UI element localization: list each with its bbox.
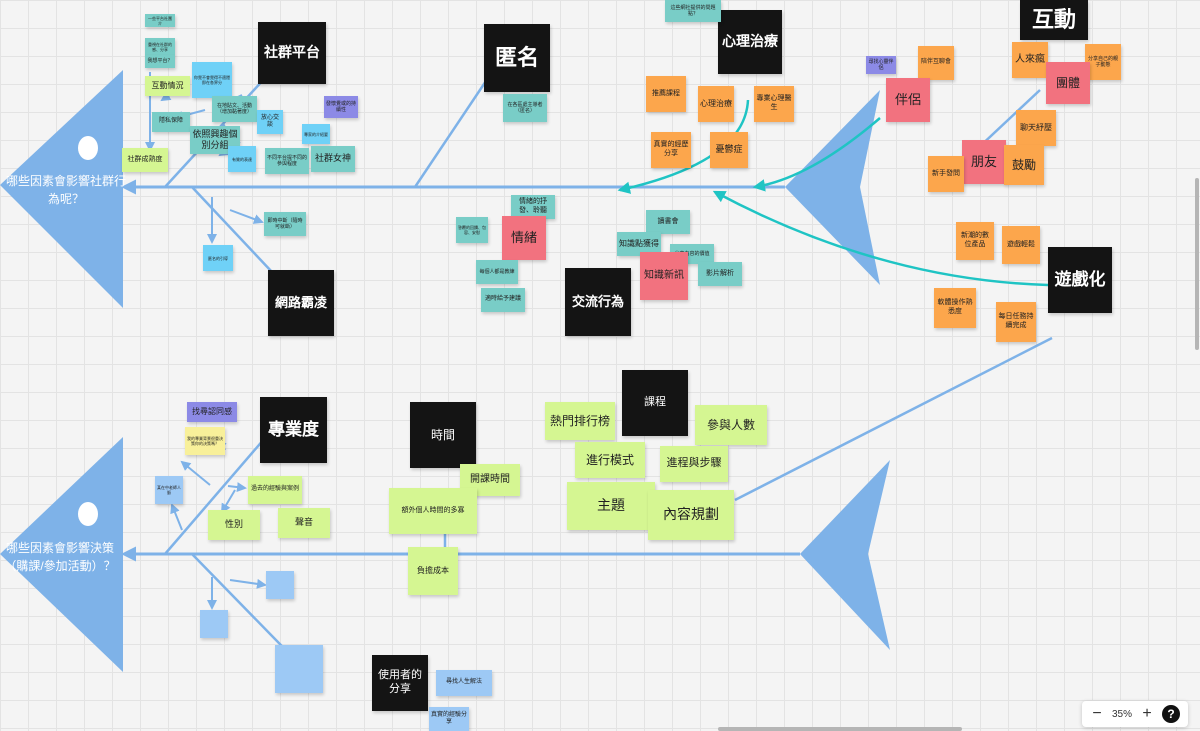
- sticky-note-o11[interactable]: 鼓勵: [1004, 145, 1044, 185]
- sticky-note-g11[interactable]: 進行模式: [575, 442, 645, 478]
- sticky-note-b2[interactable]: 放心交談: [257, 110, 283, 134]
- sticky-note-n10[interactable]: 課程: [622, 370, 688, 436]
- sticky-note-k4[interactable]: 情緒: [502, 216, 546, 260]
- help-icon[interactable]: ?: [1162, 705, 1180, 723]
- sticky-note-o12[interactable]: 新潮的數位產品: [956, 222, 994, 260]
- sticky-note-t12[interactable]: 情緒的抒發、聆聽: [511, 195, 555, 219]
- sticky-note-t15[interactable]: 適時給予建議: [481, 288, 525, 312]
- sticky-note-t10[interactable]: 即時中斷（隨時可就斷）: [264, 212, 306, 236]
- sticky-note-t16[interactable]: 讀書會: [646, 210, 690, 234]
- sticky-note-g8[interactable]: 負擔成本: [408, 547, 458, 595]
- sticky-note-o13[interactable]: 遊戲輕鬆: [1002, 226, 1040, 264]
- horizontal-scrollbar[interactable]: [718, 727, 962, 731]
- sticky-note-p3[interactable]: 找尋認同感: [187, 402, 237, 422]
- sticky-note-g9[interactable]: 熱門排行榜: [545, 402, 615, 440]
- sticky-note-b4[interactable]: 有質的表達: [228, 146, 256, 172]
- sticky-note-o15[interactable]: 每日任務持續完成: [996, 302, 1036, 342]
- sticky-note-n8[interactable]: 專業度: [260, 397, 327, 463]
- head-text-1: 哪些因素會影響社群行為呢？: [6, 174, 127, 206]
- sticky-note-t11[interactable]: 這些網社提供的問題點？: [665, 0, 721, 22]
- sticky-note-o3[interactable]: 專業心理醫生: [754, 86, 794, 122]
- sticky-note-t14[interactable]: 每個人都是教練: [476, 260, 518, 284]
- sticky-note-o4[interactable]: 真實的經歷分享: [651, 132, 691, 168]
- sticky-note-l4[interactable]: [275, 645, 323, 693]
- sticky-note-t4[interactable]: 在地貼文、活動（增加黏著度）: [212, 96, 257, 122]
- sticky-note-t5[interactable]: 隱私保障: [152, 112, 190, 132]
- sticky-note-t13[interactable]: 答覆的回饋、包容、安慰: [456, 217, 488, 243]
- sticky-note-n6[interactable]: 交流行為: [565, 268, 631, 336]
- sticky-note-y1[interactable]: 我的專業背景很重決策你的決策嗎？: [185, 427, 225, 455]
- sticky-note-o10[interactable]: 新手發問: [928, 156, 964, 192]
- sticky-note-n5[interactable]: 網路霸凌: [268, 270, 334, 336]
- sticky-note-l6[interactable]: 真實的經驗分享: [429, 707, 469, 731]
- sticky-note-k5[interactable]: 知識新訊: [640, 252, 688, 300]
- head-text-2: 哪些因素會影響決策（購課/參加活動）？: [4, 541, 116, 573]
- sticky-note-n3[interactable]: 心理治療: [718, 10, 782, 74]
- head-eye-2: [78, 502, 98, 526]
- sticky-note-o9[interactable]: 聊天紓壓: [1016, 110, 1056, 146]
- sticky-note-k2[interactable]: 團體: [1046, 62, 1090, 104]
- sticky-note-o7[interactable]: 人來瘋: [1012, 42, 1048, 78]
- sticky-note-g14[interactable]: 內容規劃: [648, 490, 734, 540]
- sticky-note-o14[interactable]: 軟體操作熟悉度: [934, 288, 976, 328]
- sticky-note-t3[interactable]: 我想平台？: [145, 55, 175, 68]
- sticky-note-o2[interactable]: 心理治療: [698, 86, 734, 122]
- sticky-note-o5[interactable]: 憂鬱症: [710, 132, 748, 168]
- sticky-note-g4[interactable]: 性別: [208, 510, 260, 540]
- sticky-note-l1[interactable]: 某在中老師人脈: [155, 476, 183, 504]
- sticky-note-g12[interactable]: 進程與步驟: [660, 446, 728, 482]
- sticky-note-l5[interactable]: 尋找人生解法: [436, 670, 492, 696]
- sticky-note-n7[interactable]: 遊戲化: [1048, 247, 1112, 313]
- fish-head-1: [0, 70, 123, 308]
- sticky-note-o8[interactable]: 分享自己的親子動態: [1085, 44, 1121, 80]
- sticky-note-n11[interactable]: 使用者的分享: [372, 655, 428, 711]
- sticky-note-g13[interactable]: 主題: [567, 482, 655, 530]
- sticky-note-t9[interactable]: 在各區處主導者（匿名）: [503, 94, 547, 122]
- sticky-note-o6[interactable]: 陪伴互聊會: [918, 46, 954, 80]
- sticky-note-k3[interactable]: 朋友: [962, 140, 1006, 184]
- sticky-note-o1[interactable]: 推薦課程: [646, 76, 686, 112]
- sticky-note-p2[interactable]: 尋找心靈伴侶: [866, 56, 896, 74]
- zoom-level[interactable]: 35%: [1111, 708, 1132, 720]
- vertical-scrollbar[interactable]: [1195, 178, 1199, 350]
- sticky-note-t8[interactable]: 社群女神: [311, 146, 355, 172]
- sticky-note-t19[interactable]: 影片解析: [698, 262, 742, 286]
- sticky-note-g2[interactable]: 社群成熟度: [122, 148, 168, 172]
- fish-head-2: [0, 437, 123, 672]
- sticky-note-l3[interactable]: [200, 610, 228, 638]
- sticky-note-n2[interactable]: 匿名: [484, 24, 550, 92]
- sticky-note-n1[interactable]: 社群平台: [258, 22, 326, 84]
- sticky-note-b1[interactable]: 你覺不會覺得不適隱即在各界分: [192, 62, 232, 98]
- sticky-note-p1[interactable]: 發懷覺或的持續性: [324, 96, 358, 118]
- sticky-note-g10[interactable]: 參與人數: [695, 405, 767, 445]
- zoom-out-button[interactable]: −: [1092, 705, 1102, 722]
- sticky-note-t2[interactable]: 重視在社群的感、分享: [145, 38, 175, 56]
- bones-bottom: [164, 437, 447, 681]
- zoom-in-button[interactable]: +: [1142, 705, 1152, 722]
- sticky-note-g1[interactable]: 互動情況: [145, 76, 190, 96]
- sticky-note-t1[interactable]: 一些平台社團介: [145, 14, 175, 27]
- sticky-note-g3[interactable]: 過去的經驗與案例: [248, 476, 302, 504]
- sticky-note-b5[interactable]: 匿名的引導: [203, 245, 233, 271]
- fish-tail-2: [800, 460, 890, 650]
- sticky-note-g7[interactable]: 額外個人時間的多寡: [389, 488, 477, 534]
- sticky-note-n4[interactable]: 互動: [1020, 0, 1088, 40]
- sticky-note-t7[interactable]: 不同平台提不同的參與程度: [265, 148, 309, 174]
- sticky-note-b3[interactable]: 專家的介紹要: [302, 124, 330, 144]
- zoom-control: − 35% + ?: [1081, 701, 1188, 727]
- head-eye-1: [78, 136, 98, 160]
- sticky-note-g5[interactable]: 聲音: [278, 508, 330, 538]
- sticky-note-l2[interactable]: [266, 571, 294, 599]
- sticky-note-n9[interactable]: 時間: [410, 402, 476, 468]
- sticky-note-k1[interactable]: 伴侶: [886, 78, 930, 122]
